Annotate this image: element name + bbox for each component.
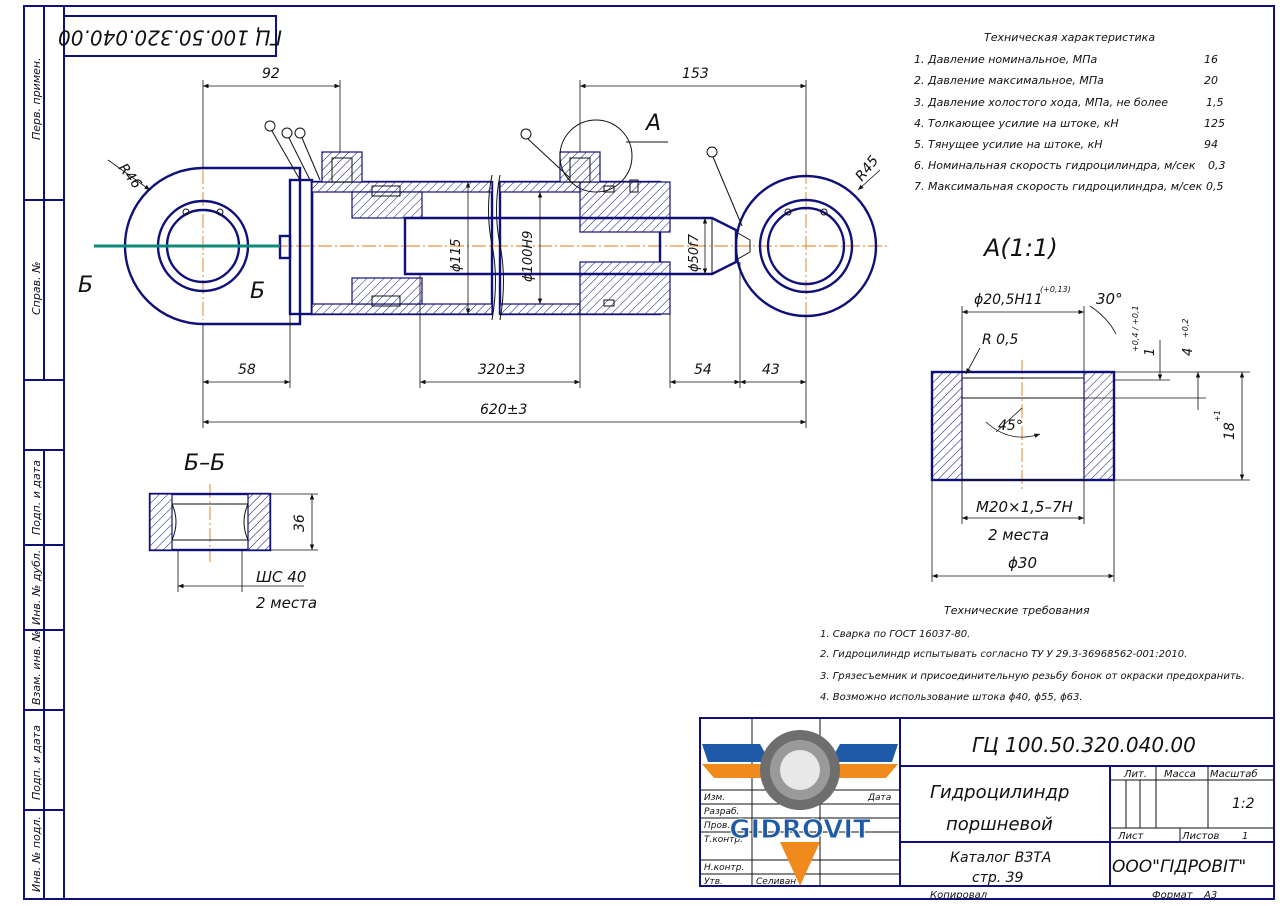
spec-value-2: 20 — [1204, 74, 1218, 87]
dim-92: 92 — [262, 66, 280, 82]
spec-value-4: 125 — [1204, 117, 1225, 130]
detail-mark-a: А — [644, 111, 661, 136]
detail-a-thread-od: ϕ20,5H11 — [974, 292, 1043, 308]
spec-value-5: 94 — [1204, 138, 1218, 151]
side-label-2: Справ. № — [30, 261, 43, 315]
spec-value-7: 0,5 — [1206, 180, 1224, 193]
tb-company: ООО"ГІДРОВІТ" — [1112, 857, 1246, 877]
side-label-4: Инв. № дубл. — [30, 550, 43, 625]
dim-620: 620±3 — [480, 402, 527, 418]
tb-date: Дата — [867, 793, 891, 803]
spec-label-1: 1. Давление номинальное, МПа — [914, 53, 1097, 66]
dim-phi100: ϕ100H9 — [521, 231, 536, 282]
tb-scale: 1:2 — [1232, 796, 1255, 812]
section-mark-right: Б — [250, 279, 265, 304]
tb-lit: Лит. — [1123, 769, 1147, 780]
title-block: Изм. Разраб. Пров. Т.контр. Н.контр. Утв… — [699, 717, 1275, 901]
dim-r46: R46 — [115, 161, 145, 193]
stamp-number: ГЦ 100.50.320.040.00 — [58, 26, 282, 50]
side-label-6: Подп. и дата — [30, 725, 43, 800]
dim-58: 58 — [238, 362, 256, 378]
gidrovit-logo: GIDROVIT — [702, 730, 898, 886]
detail-a-d4-tol: +0,2 — [1181, 319, 1190, 338]
spec-value-1: 16 — [1204, 53, 1218, 66]
inner-frame — [63, 5, 1275, 900]
spec-label-2: 2. Давление максимальное, МПа — [914, 74, 1104, 87]
tb-number: ГЦ 100.50.320.040.00 — [972, 733, 1196, 757]
side-label-5: Взам. инв. № — [30, 630, 43, 705]
dim-phi115: ϕ115 — [449, 239, 464, 272]
requirements: Технические требования 1. Сварка по ГОСТ… — [820, 604, 1245, 703]
tb-format: А3 — [1203, 890, 1217, 901]
tb-row-2: Разраб. — [704, 807, 739, 817]
tb-row-1: Изм. — [704, 793, 725, 803]
spec-label-7: 7. Максимальная скорость гидроцилиндра, … — [914, 180, 1203, 193]
dim-54: 54 — [694, 362, 712, 378]
tb-sheets: Листов — [1181, 831, 1219, 842]
tb-catalog-1: Каталог ВЗТА — [950, 850, 1051, 866]
tb-row-4: Т.контр. — [704, 835, 743, 845]
tb-row-6: Утв. — [704, 877, 723, 887]
detail-a-thread-od-tol: (+0,13) — [1040, 285, 1071, 294]
side-label-1: Перв. примен. — [30, 57, 43, 140]
detail-a-angle30: 30° — [1096, 290, 1123, 308]
tb-approver: Селиван — [756, 877, 796, 887]
tb-sheet: Лист — [1117, 831, 1145, 842]
section-bb: Б–Б 36 ШС 40 2 места — [148, 451, 318, 612]
detail-a-d1: 1 — [1143, 348, 1158, 356]
dim-r45: R45 — [853, 153, 883, 185]
dim-153: 153 — [682, 66, 709, 82]
tb-sheets-count: 1 — [1242, 831, 1248, 842]
main-view: Б Б А 92 153 R46 R45 ϕ115 ϕ100H9 ϕ50f7 — [78, 66, 890, 428]
tb-row-3: Пров. — [704, 821, 730, 831]
drawing-number-stamp: ГЦ 100.50.320.040.00 — [58, 15, 282, 57]
side-column: Перв. примен. Справ. № Подп. и дата Инв.… — [24, 6, 64, 899]
detail-a-d4: 4 — [1181, 348, 1196, 356]
dim-43: 43 — [762, 362, 780, 378]
dim-320: 320±3 — [478, 362, 525, 378]
tb-name-1: Гидроцилиндр — [930, 782, 1069, 803]
tb-name-2: поршневой — [946, 814, 1053, 835]
tb-row-5: Н.контр. — [704, 863, 744, 873]
requirements-title: Технические требования — [944, 604, 1090, 617]
section-bb-title: Б–Б — [184, 451, 225, 476]
requirement-2: 2. Гидроцилиндр испытывать согласно ТУ У… — [820, 649, 1187, 660]
spec-label-3: 3. Давление холостого хода, МПа, не боле… — [914, 96, 1168, 109]
requirement-3: 3. Грязесъемник и присоединительную резь… — [820, 670, 1245, 682]
tb-format-label: Формат — [1152, 890, 1194, 901]
detail-a-angle45: 45° — [998, 418, 1023, 434]
side-label-7: Инв. № подл. — [30, 816, 43, 892]
tb-catalog-2: стр. 39 — [972, 870, 1024, 886]
section-bb-bearing: ШС 40 — [256, 568, 306, 586]
detail-a-r05: R 0,5 — [982, 332, 1019, 348]
detail-a-places: 2 места — [988, 526, 1049, 544]
spec-label-5: 5. Тянущее усилие на штоке, кН — [914, 138, 1103, 151]
tb-copied: Копировал — [930, 890, 988, 901]
detail-a-d18: 18 — [1222, 422, 1238, 440]
spec-value-3: 1,5 — [1206, 96, 1224, 109]
tb-scale-label: Масштаб — [1210, 768, 1258, 780]
logo-text: GIDROVIT — [729, 815, 871, 845]
tb-mass: Масса — [1164, 769, 1196, 780]
requirement-1: 1. Сварка по ГОСТ 16037-80. — [820, 629, 970, 640]
section-mark-left: Б — [78, 273, 93, 298]
detail-a-d1-tol: +0,4 / +0,1 — [1131, 305, 1140, 352]
requirement-4: 4. Возможно использование штока ϕ40, ϕ55… — [820, 692, 1083, 703]
side-label-3: Подп. и дата — [30, 460, 43, 535]
dim-phi50: ϕ50f7 — [687, 233, 702, 272]
detail-a-title: А(1:1) — [982, 234, 1058, 262]
spec-value-6: 0,3 — [1208, 159, 1226, 172]
section-bb-36: 36 — [292, 514, 308, 532]
spec-label-6: 6. Номинальная скорость гидроцилиндра, м… — [914, 159, 1196, 172]
spec-label-4: 4. Толкающее усилие на штоке, кН — [914, 117, 1119, 130]
detail-a-thread: М20×1,5–7Н — [976, 498, 1073, 516]
specs-title: Техническая характеристика — [984, 31, 1155, 44]
detail-a-phi30: ϕ30 — [1008, 554, 1037, 572]
detail-a-d18-tol: +1 — [1213, 410, 1222, 422]
specs-table: Техническая характеристика 1. Давление н… — [914, 31, 1226, 193]
detail-a: А(1:1) ϕ20,5H11 (+0,13) 30° R 0,5 1 +0,4… — [930, 234, 1250, 582]
section-bb-places: 2 места — [256, 594, 317, 612]
